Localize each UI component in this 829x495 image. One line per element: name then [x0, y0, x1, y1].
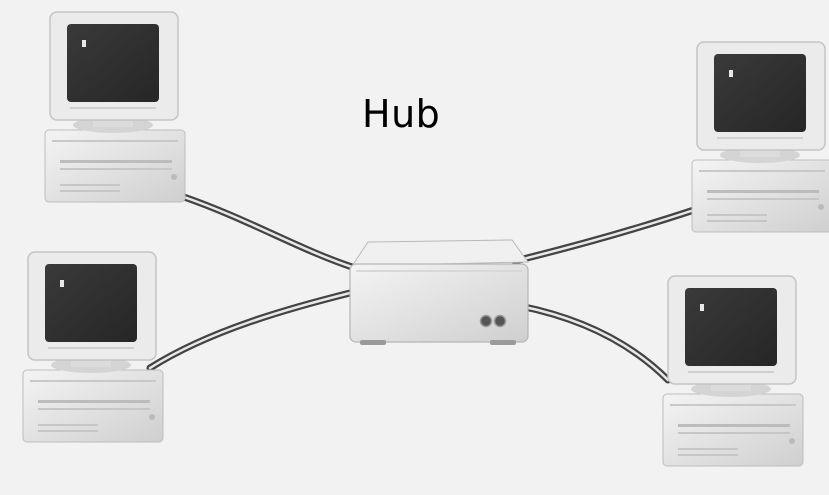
computer-bottom-right: [663, 276, 803, 466]
network-hub-icon: [350, 240, 528, 345]
hub-knob-right: [495, 316, 506, 327]
hub-knob-left: [481, 316, 492, 327]
computer-top-left: [45, 12, 185, 202]
computer-bottom-left: [23, 252, 163, 442]
hub-label: Hub: [362, 92, 440, 136]
computer-top-right: [692, 42, 829, 232]
